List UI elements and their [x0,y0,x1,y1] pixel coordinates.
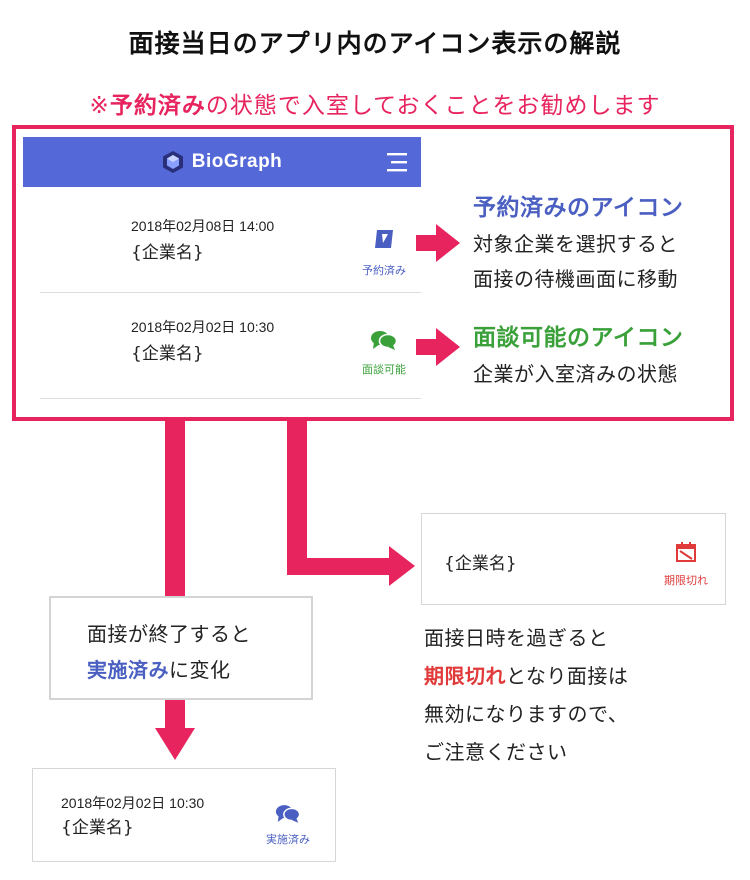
note-highlight: 予約済み [109,93,206,119]
row-company: {企業名} [131,243,204,263]
available-explanation-title: 面談可能のアイコン [473,325,684,351]
note-prefix: ※ [89,93,110,119]
expired-text-line: 面接日時を過ぎると [424,626,609,650]
status-label-finished: 実施済み [266,833,310,846]
note-suffix: の状態で入室しておくことをお勧めします [205,93,661,119]
finished-card[interactable]: 2018年02月02日 10:30 {企業名} 実施済み [32,768,336,862]
expired-text-rest: となり面接は [506,664,629,688]
app-logo-text: BioGraph [191,151,283,172]
list-item[interactable]: 2018年02月02日 10:30 {企業名} 面談可能 [23,293,421,397]
row-date: 2018年02月02日 10:30 [131,319,275,335]
available-explanation-line: 企業が入室済みの状態 [473,362,678,386]
row-divider [40,292,421,293]
arrow-to-expired-card [389,546,415,586]
recommendation-note: ※予約済みの状態で入室しておくことをお勧めします [0,86,750,120]
expired-card[interactable]: {企業名} 期限切れ [421,513,726,605]
finished-text-rest: に変化 [169,658,231,682]
status-label-available: 面談可能 [362,363,406,376]
finished-card-company: {企業名} [61,818,134,838]
arrow-to-finished-card [155,728,195,760]
expired-text-line: ご注意ください [424,740,568,764]
reserved-explanation-line: 対象企業を選択すると [473,232,678,256]
row-company: {企業名} [131,344,204,364]
expired-text-line: 無効になりますので、 [424,702,629,726]
chat-bubbles-icon [275,805,301,823]
arrow-to-available-explanation [416,328,460,370]
connector-down-left [165,417,185,597]
chat-bubbles-icon [371,331,398,350]
expired-card-company: {企業名} [444,554,517,574]
connector-horizontal [287,558,391,575]
hamburger-menu-icon[interactable] [385,151,409,173]
expired-calendar-icon [676,542,696,562]
arrow-to-reserved-explanation [416,224,460,266]
connector-down-right [287,417,307,575]
finished-text-highlight: 実施済み [87,658,169,682]
connector-down-finished [165,700,185,730]
finished-text-line: 面接が終了すると [87,622,251,646]
app-header-bar: BioGraph [23,137,421,187]
finished-text-line: 実施済みに変化 [87,654,231,683]
expired-text-highlight: 期限切れ [424,664,506,688]
finished-card-date: 2018年02月02日 10:30 [61,795,205,811]
expired-text-line: 期限切れとなり面接は [424,660,628,689]
app-logo: BioGraph [23,137,421,187]
list-item[interactable]: 2018年02月08日 14:00 {企業名} 予約済み [23,188,421,292]
reserved-explanation-title: 予約済みのアイコン [473,195,684,221]
page-title: 面接当日のアプリ内のアイコン表示の解説 [128,29,622,58]
finished-explanation-box: 面接が終了すると 実施済みに変化 [49,596,313,700]
status-label-expired: 期限切れ [664,574,708,587]
highlight-frame [12,125,734,421]
reserved-explanation-line: 面接の待機画面に移動 [473,267,678,291]
status-label-reserved: 予約済み [362,264,406,277]
row-date: 2018年02月08日 14:00 [131,218,275,234]
reserved-icon [375,230,393,248]
biograph-logo-icon [162,151,183,173]
row-divider [40,398,421,399]
